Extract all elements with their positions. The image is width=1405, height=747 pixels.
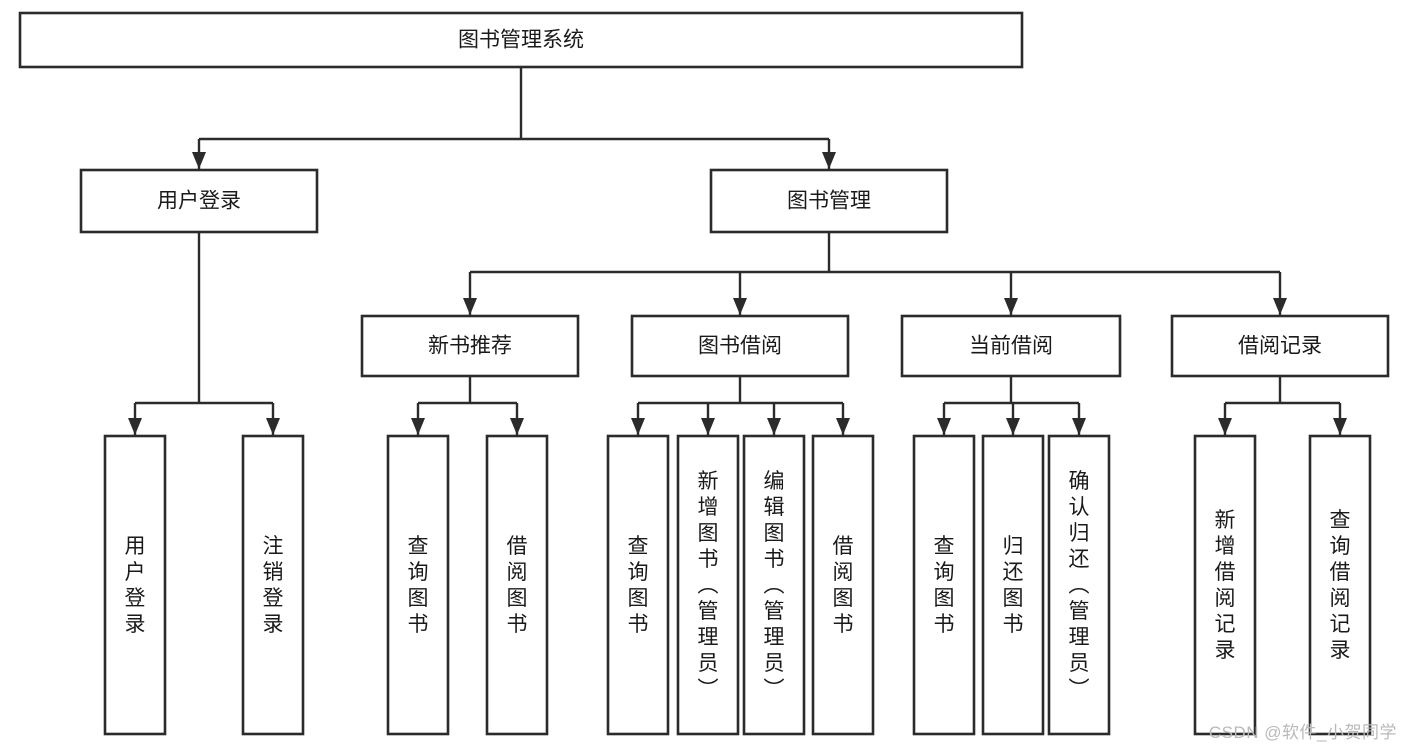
node-label: 借阅图书 xyxy=(833,535,854,636)
arrow-head-icon xyxy=(266,418,280,435)
node-leaf-borrow-book[interactable]: 借阅图书 xyxy=(811,434,875,736)
node-label: 确认归还︵管理员︶ xyxy=(1069,470,1090,701)
arrow-head-icon xyxy=(1006,418,1020,435)
node-box xyxy=(386,434,450,736)
connectors-layer xyxy=(128,67,1347,435)
arrow-head-icon xyxy=(631,418,645,435)
node-box xyxy=(18,11,1024,69)
nodes-layer: 图书管理系统用户登录图书管理新书推荐图书借阅当前借阅借阅记录用户登录注销登录查询… xyxy=(18,11,1390,736)
node-book-management[interactable]: 图书管理 xyxy=(709,168,949,234)
node-box xyxy=(79,168,319,234)
node-label: 编辑图书︵管理员︶ xyxy=(764,470,785,701)
node-box xyxy=(742,434,806,736)
node-box xyxy=(1047,434,1111,736)
arrow-head-icon xyxy=(767,418,781,435)
node-box xyxy=(1170,314,1390,378)
node-box xyxy=(103,434,167,736)
arrow-head-icon xyxy=(937,418,951,435)
arrow-head-icon xyxy=(701,418,715,435)
arrow-head-icon xyxy=(411,418,425,435)
arrow-head-icon xyxy=(1004,298,1018,315)
node-label: 用户登录 xyxy=(125,535,146,636)
node-label: 借阅图书 xyxy=(507,535,528,636)
node-box xyxy=(811,434,875,736)
node-label: 查询图书 xyxy=(628,535,649,636)
node-root-root[interactable]: 图书管理系统 xyxy=(18,11,1024,69)
node-label: 用户登录 xyxy=(157,190,241,213)
arrow-head-icon xyxy=(1333,418,1347,435)
node-box xyxy=(981,434,1045,736)
node-box xyxy=(360,314,580,378)
node-leaf-add-book[interactable]: 新增图书︵管理员︶ xyxy=(676,434,740,736)
node-user-login[interactable]: 用户登录 xyxy=(79,168,319,234)
node-leaf-edit-book[interactable]: 编辑图书︵管理员︶ xyxy=(742,434,806,736)
arrow-head-icon xyxy=(463,298,477,315)
node-leaf-query-book-rec[interactable]: 查询图书 xyxy=(386,434,450,736)
node-box xyxy=(1193,434,1257,736)
node-box xyxy=(676,434,740,736)
node-new-book-recommend[interactable]: 新书推荐 xyxy=(360,314,580,378)
node-label: 注销登录 xyxy=(263,535,284,636)
node-box xyxy=(912,434,976,736)
node-leaf-borrow-book-rec[interactable]: 借阅图书 xyxy=(485,434,549,736)
node-box xyxy=(485,434,549,736)
node-label: 查询图书 xyxy=(934,535,955,636)
node-label: 新增借阅记录 xyxy=(1215,509,1236,662)
node-box xyxy=(241,434,305,736)
arrow-head-icon xyxy=(822,152,836,169)
node-label: 借阅记录 xyxy=(1238,335,1322,358)
node-leaf-return-book[interactable]: 归还图书 xyxy=(981,434,1045,736)
node-current-borrow[interactable]: 当前借阅 xyxy=(900,314,1122,378)
node-leaf-query-record[interactable]: 查询借阅记录 xyxy=(1308,434,1372,736)
node-leaf-user-login[interactable]: 用户登录 xyxy=(103,434,167,736)
arrow-head-icon xyxy=(192,152,206,169)
node-box xyxy=(606,434,670,736)
arrow-head-icon xyxy=(733,298,747,315)
node-label: 图书借阅 xyxy=(698,335,782,358)
node-label: 归还图书 xyxy=(1003,535,1024,636)
node-box xyxy=(1308,434,1372,736)
node-box xyxy=(709,168,949,234)
node-label: 新书推荐 xyxy=(428,335,512,358)
node-label: 当前借阅 xyxy=(969,335,1053,358)
node-book-borrow[interactable]: 图书借阅 xyxy=(630,314,850,378)
node-label: 查询借阅记录 xyxy=(1330,509,1351,662)
node-leaf-confirm-return[interactable]: 确认归还︵管理员︶ xyxy=(1047,434,1111,736)
node-leaf-query-book-borrow[interactable]: 查询图书 xyxy=(606,434,670,736)
node-label: 图书管理 xyxy=(787,190,871,213)
node-box xyxy=(900,314,1122,378)
node-label: 查询图书 xyxy=(408,535,429,636)
node-label: 新增图书︵管理员︶ xyxy=(698,470,719,701)
node-label: 图书管理系统 xyxy=(458,29,584,52)
node-leaf-add-record[interactable]: 新增借阅记录 xyxy=(1193,434,1257,736)
arrow-head-icon xyxy=(510,418,524,435)
arrow-head-icon xyxy=(128,418,142,435)
arrow-head-icon xyxy=(1273,298,1287,315)
arrow-head-icon xyxy=(1072,418,1086,435)
node-leaf-logout[interactable]: 注销登录 xyxy=(241,434,305,736)
node-borrow-record[interactable]: 借阅记录 xyxy=(1170,314,1390,378)
arrow-head-icon xyxy=(836,418,850,435)
arrow-head-icon xyxy=(1218,418,1232,435)
node-box xyxy=(630,314,850,378)
node-leaf-query-book-current[interactable]: 查询图书 xyxy=(912,434,976,736)
